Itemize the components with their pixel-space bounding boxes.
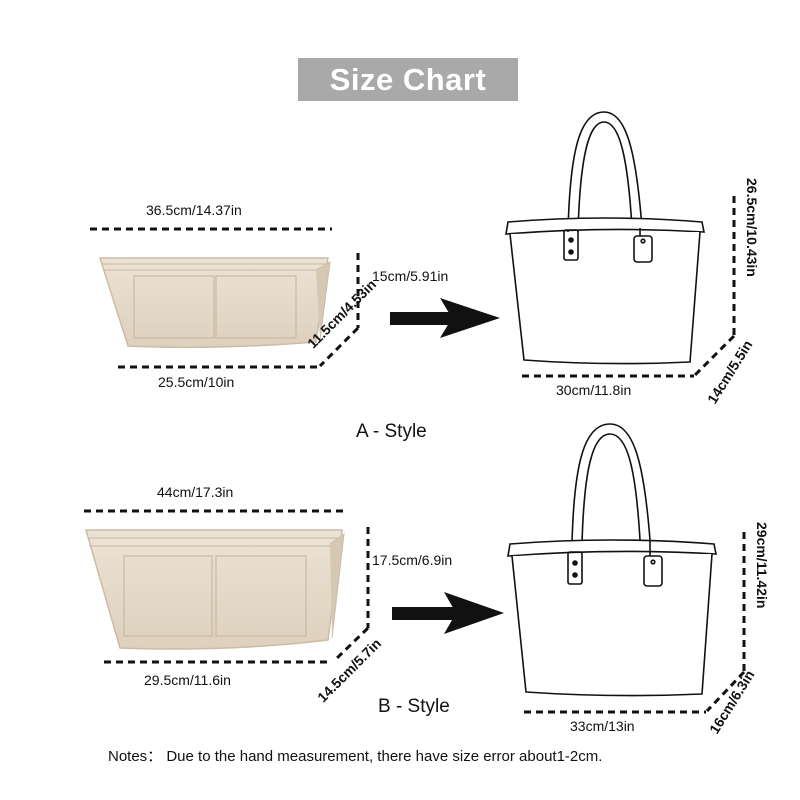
insert-b-top-length: 44cm/17.3in [157,484,234,500]
insert-b-image [85,529,345,650]
style-a-name: A - Style [356,421,427,442]
insert-a-image [98,257,331,349]
insert-b-dimension-lines [84,509,370,664]
insert-a-bottom-length: 25.5cm/10in [158,374,235,390]
insert-a-top-length: 36.5cm/14.37in [146,202,242,218]
bag-b-drawing [507,423,717,697]
bag-b-dimension-lines [524,532,746,714]
bag-a-dimension-lines [522,196,736,378]
bag-a-height: 26.5cm/10.43in [744,178,760,277]
bag-a-drawing [505,111,705,365]
size-chart-title-box: Size Chart [298,58,518,101]
bag-a-width: 30cm/11.8in [556,382,632,398]
page-title: Size Chart [329,61,487,97]
arrow-b-icon [392,592,504,634]
insert-a-height: 15cm/5.91in [372,268,449,284]
insert-a-dimension-lines [90,227,360,369]
bag-b-width: 33cm/13in [570,718,635,734]
arrow-a-icon [390,298,500,338]
insert-b-bottom-length: 29.5cm/11.6in [144,672,231,688]
measurement-note: Notes： Due to the hand measurement, ther… [108,748,603,765]
bag-b-height: 29cm/11.42in [754,522,770,609]
style-b-name: B - Style [378,696,450,717]
insert-b-height: 17.5cm/6.9in [372,552,453,568]
